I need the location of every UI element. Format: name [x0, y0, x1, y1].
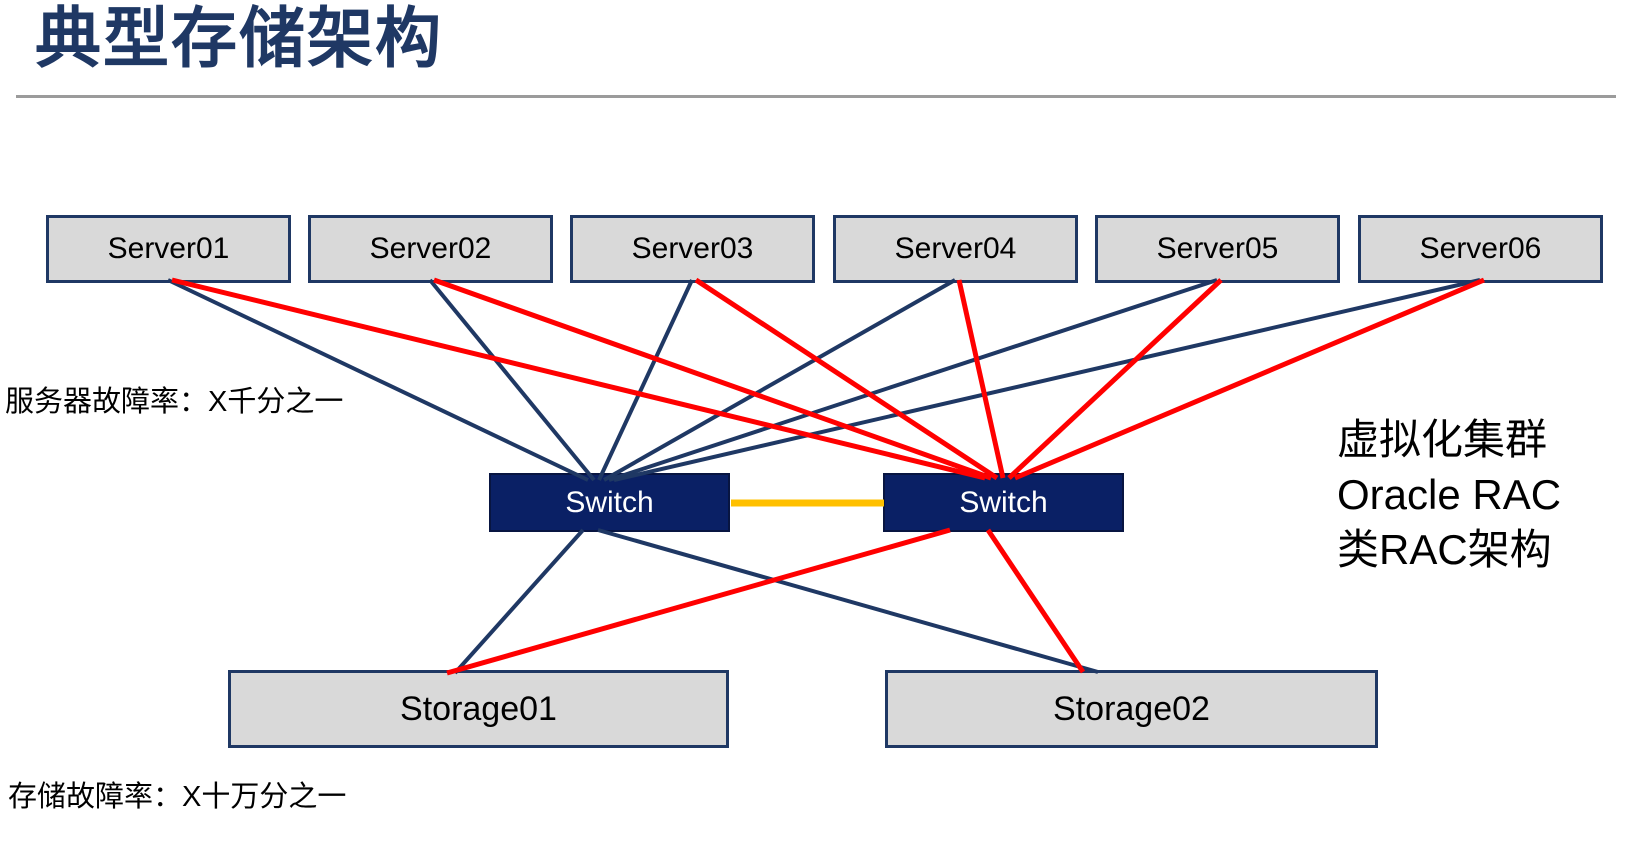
link-switch-right-storage02	[985, 528, 1086, 674]
link-server02-switch-left	[428, 278, 596, 482]
server03-label: Server03	[631, 232, 754, 265]
storage-failure-rate-label: 存储故障率：X十万分之一	[8, 781, 347, 813]
server06-label: Server06	[1419, 232, 1542, 265]
server05-node: Server05	[1095, 215, 1340, 283]
link-server03-switch-left	[597, 279, 694, 481]
switch-right-label: Switch	[959, 485, 1048, 519]
server02-node: Server02	[308, 215, 553, 283]
switch-left-label: Switch	[565, 485, 654, 519]
server06-node: Server06	[1358, 215, 1603, 283]
server02-label: Server02	[369, 232, 492, 265]
link-server02-switch-right	[433, 277, 992, 481]
annotation-line-2: Oracle RAC	[1337, 471, 1562, 518]
link-server04-switch-left	[603, 278, 956, 482]
storage02-label: Storage02	[1053, 689, 1210, 728]
link-server05-switch-right	[1007, 278, 1223, 480]
switch-left-node: Switch	[489, 473, 730, 532]
server01-label: Server01	[107, 232, 230, 265]
storage02-node: Storage02	[885, 670, 1378, 748]
cluster-annotation: 虚拟化集群 Oracle RAC 类RAC架构	[1337, 412, 1561, 577]
server04-node: Server04	[833, 215, 1078, 283]
switch-right-node: Switch	[883, 473, 1124, 532]
server01-node: Server01	[46, 215, 291, 283]
page-title: 典型存储架构	[35, 1, 443, 75]
server-failure-rate-label: 服务器故障率：X千分之一	[5, 386, 344, 418]
link-switch-left-storage02	[597, 528, 1099, 674]
link-server03-switch-right	[694, 277, 999, 481]
title-divider	[16, 95, 1616, 98]
link-server04-switch-right	[956, 279, 1006, 479]
server03-node: Server03	[570, 215, 815, 283]
link-server05-switch-left	[608, 278, 1218, 482]
annotation-line-1: 虚拟化集群	[1337, 416, 1548, 463]
link-switch-left-storage01	[453, 528, 585, 675]
annotation-line-3: 类RAC架构	[1337, 526, 1552, 573]
storage01-label: Storage01	[400, 689, 557, 728]
server04-label: Server04	[894, 232, 1017, 265]
link-switch-right-storage01	[446, 527, 951, 676]
server05-label: Server05	[1156, 232, 1279, 265]
storage01-node: Storage01	[228, 670, 729, 748]
